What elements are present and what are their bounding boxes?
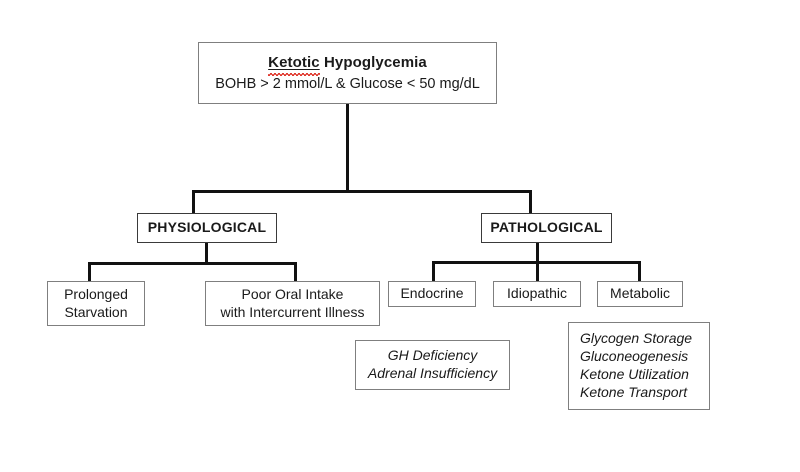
category-pathological-label: PATHOLOGICAL <box>490 219 603 236</box>
root-criteria: BOHB > 2 mmol/L & Glucose < 50 mg/dL <box>215 75 480 92</box>
connector-to-physiological <box>192 190 195 213</box>
connector-to-endocrine <box>432 261 435 281</box>
detail-line: Ketone Utilization <box>580 366 689 382</box>
connector-to-poor-oral-intake <box>294 262 297 281</box>
connector-to-idiopathic <box>536 261 539 281</box>
leaf-prolonged-starvation: Prolonged Starvation <box>47 281 145 326</box>
detail-line: Gluconeogenesis <box>580 348 689 365</box>
detail-line: GH Deficiency <box>387 347 478 364</box>
root-title: Ketotic Hypoglycemia <box>268 53 427 72</box>
root-title-rest: Hypoglycemia <box>319 53 427 71</box>
leaf-line: Poor Oral Intake <box>241 285 344 302</box>
leaf-poor-oral-intake: Poor Oral Intake with Intercurrent Illne… <box>205 281 380 326</box>
detail-line: Ketone Transport <box>580 383 688 400</box>
connector-root-bar <box>192 190 532 193</box>
leaf-line: with Intercurrent Illness <box>220 303 365 320</box>
leaf-endocrine: Endocrine <box>388 281 476 307</box>
connector-to-prolonged-starvation <box>88 262 91 281</box>
leaf-line: Prolonged <box>64 285 128 302</box>
leaf-line: Starvation <box>64 303 128 320</box>
root-box: Ketotic Hypoglycemia BOHB > 2 mmol/L & G… <box>198 42 497 104</box>
leaf-label: Idiopathic <box>507 285 567 302</box>
leaf-label: Metabolic <box>610 285 670 302</box>
category-physiological-label: PHYSIOLOGICAL <box>147 219 267 236</box>
connector-root-trunk <box>346 104 349 193</box>
connector-physiological-trunk <box>205 243 208 265</box>
detail-endocrine-causes: GH Deficiency Adrenal Insufficiency <box>355 340 510 390</box>
detail-metabolic-causes: Glycogen Storage Gluconeogenesis Ketone … <box>568 322 710 410</box>
connector-physiological-bar <box>88 262 297 265</box>
detail-line: Glycogen Storage <box>580 330 693 347</box>
root-title-flagged-word: Ketotic <box>268 53 320 71</box>
detail-line: Adrenal Insufficiency <box>367 365 498 381</box>
leaf-metabolic: Metabolic <box>597 281 683 307</box>
connector-to-pathological <box>529 190 532 213</box>
connector-pathological-trunk <box>536 243 539 265</box>
category-physiological: PHYSIOLOGICAL <box>137 213 277 243</box>
leaf-idiopathic: Idiopathic <box>493 281 581 307</box>
connector-to-metabolic <box>638 261 641 281</box>
category-pathological: PATHOLOGICAL <box>481 213 612 243</box>
leaf-label: Endocrine <box>400 285 464 302</box>
